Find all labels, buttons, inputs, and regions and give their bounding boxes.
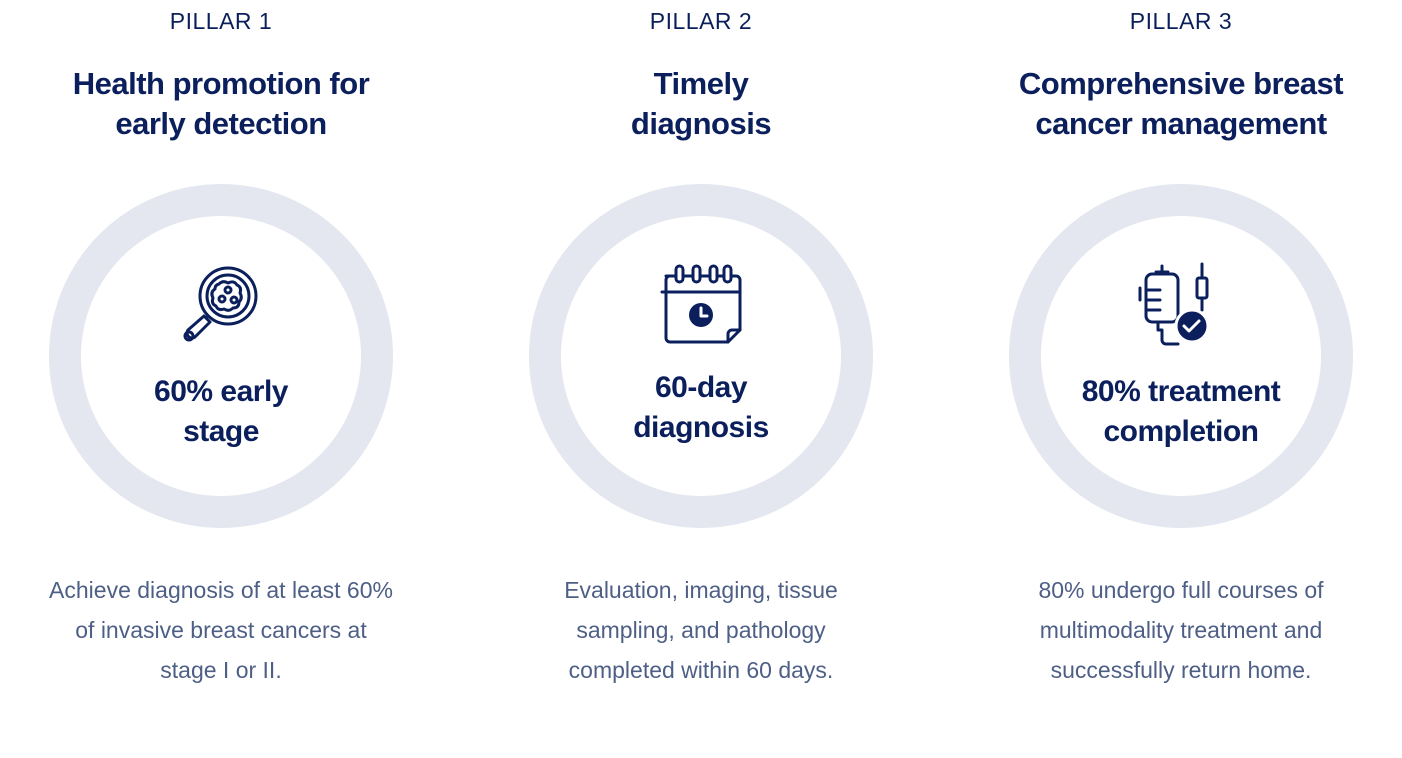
pillar-title-line: Health promotion for	[72, 66, 370, 101]
pillar-metric-line: 60% early	[154, 375, 288, 408]
pillar-metric-line: completion	[1103, 415, 1259, 448]
pillar-metric-line: 60-day	[654, 371, 748, 404]
pillar-description-line: Achieve diagnosis of at least 60%	[49, 577, 393, 603]
pillar-title-line: Comprehensive breast	[1018, 66, 1344, 101]
pillar-description-line: Evaluation, imaging, tissue	[564, 577, 838, 603]
pillar-label: PILLAR 3	[1129, 8, 1233, 34]
pillar-description-line: of invasive breast cancers at	[75, 617, 367, 643]
pillar-description: Evaluation, imaging, tissue sampling, an…	[491, 570, 911, 690]
pillar-description-line: multimodality treatment and	[1039, 617, 1323, 643]
pillar-title-line: Timely	[653, 66, 749, 101]
pillar-description-line: sampling, and pathology	[576, 617, 826, 643]
pillar-metric-line: stage	[183, 415, 259, 448]
pillar-description: 80% undergo full courses of multimodalit…	[971, 570, 1391, 690]
pillar-label: PILLAR 2	[649, 8, 753, 34]
pillar-2: PILLAR 2 Timely diagnosis 60-day diagnos…	[491, 0, 911, 758]
calendar-clock-icon	[656, 260, 746, 350]
pillar-description-line: successfully return home.	[1050, 657, 1312, 683]
pillar-title: Health promotion for early detection	[11, 64, 431, 144]
pillar-ring	[529, 184, 873, 528]
pillar-title-line: cancer management	[1035, 106, 1327, 141]
pillar-title: Timely diagnosis	[491, 64, 911, 144]
pillar-metric: 60-day diagnosis	[551, 368, 851, 448]
pillar-description-line: completed within 60 days.	[568, 657, 834, 683]
pillar-description-line: stage I or II.	[160, 657, 282, 683]
pillar-ring	[49, 184, 393, 528]
pillar-metric: 60% early stage	[71, 372, 371, 452]
pillar-title-line: diagnosis	[630, 106, 772, 141]
pillar-title: Comprehensive breast cancer management	[971, 64, 1391, 144]
pillar-description: Achieve diagnosis of at least 60% of inv…	[11, 570, 431, 690]
pillar-3: PILLAR 3 Comprehensive breast cancer man…	[971, 0, 1391, 758]
pillar-metric: 80% treatment completion	[1031, 372, 1331, 452]
pillar-metric-line: diagnosis	[633, 411, 769, 444]
pillar-ring	[1009, 184, 1353, 528]
pillar-1: PILLAR 1 Health promotion for early dete…	[11, 0, 431, 758]
pillar-metric-line: 80% treatment	[1081, 375, 1281, 408]
magnifier-cell-icon	[176, 260, 266, 350]
pillar-label: PILLAR 1	[169, 8, 273, 34]
pillar-title-line: early detection	[115, 106, 327, 141]
pillar-description-line: 80% undergo full courses of	[1038, 577, 1324, 603]
iv-drip-check-icon	[1136, 260, 1226, 350]
